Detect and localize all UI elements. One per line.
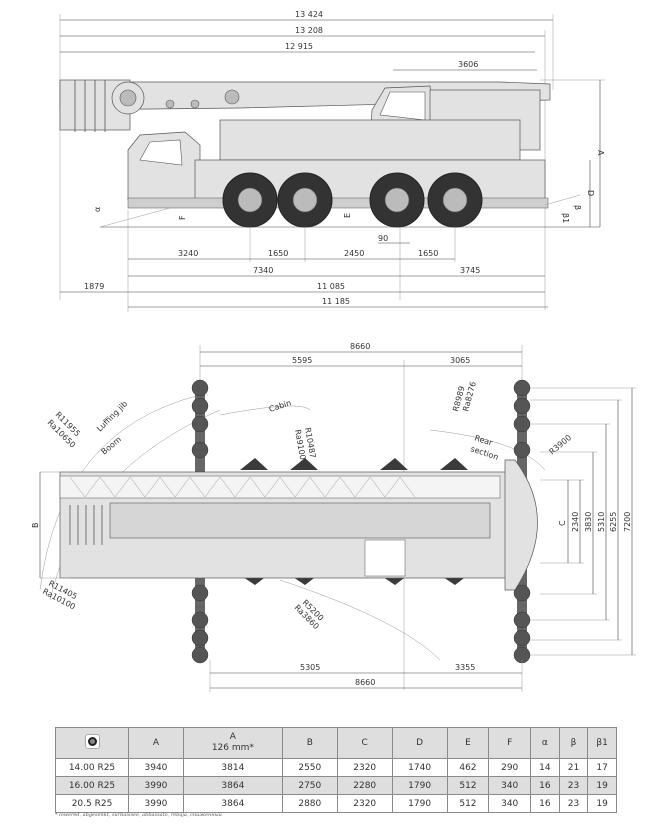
cell: 2280	[336, 776, 393, 795]
e-label: E	[343, 213, 352, 218]
dim-8660-bottom: 8660	[355, 678, 375, 687]
r3900: R3900	[548, 433, 574, 457]
cell: 2320	[336, 794, 393, 813]
header-beta1: β1	[587, 727, 617, 759]
table-footnote: * lowered, abgesenkt, surbaissée, abbass…	[55, 812, 222, 818]
cell: 1790	[391, 776, 448, 795]
dim-12915: 12 915	[285, 42, 313, 51]
cell: 2320	[336, 758, 393, 777]
cell: 340	[488, 776, 532, 795]
cell: 16	[530, 776, 560, 795]
dim-1650b: 1650	[418, 249, 438, 258]
dim-8660-top: 8660	[350, 342, 370, 351]
dim-7340: 7340	[253, 266, 273, 275]
cell: 23	[558, 794, 589, 813]
beta-label: β	[573, 205, 582, 210]
dim-13424: 13 424	[295, 10, 323, 19]
cell: 2550	[281, 758, 338, 777]
dim-6255: 6255	[609, 512, 618, 532]
cell: 20.5 R25	[55, 794, 129, 813]
header-b: B	[281, 727, 338, 759]
header-a2: A	[229, 732, 236, 742]
f-label: F	[178, 215, 187, 220]
side-view: 13 424 13 208 12 915 3606 α F E β1	[59, 10, 605, 312]
dim-3355: 3355	[455, 663, 475, 672]
dim-2450: 2450	[344, 249, 364, 258]
cell: 3814	[182, 758, 283, 777]
cell: 1790	[391, 794, 448, 813]
cell: 340	[488, 794, 532, 813]
beta1-label: β1	[561, 213, 570, 223]
alpha-label: α	[93, 207, 102, 212]
cell: 1740	[391, 758, 448, 777]
cell: 19	[587, 794, 617, 813]
header-a2-sub: 126 mm*	[211, 743, 254, 753]
cell: 23	[558, 776, 589, 795]
dim-90: 90	[378, 234, 388, 243]
dim-1879: 1879	[84, 282, 104, 291]
cell: 462	[446, 758, 490, 777]
dim-5310: 5310	[597, 512, 606, 532]
cabin-label: Cabin	[268, 398, 293, 414]
cell: 3940	[128, 758, 184, 777]
cell: 512	[446, 776, 490, 795]
dim-3065: 3065	[450, 356, 470, 365]
section-label: section	[469, 444, 499, 461]
c-label: C	[558, 520, 567, 526]
cell: 2880	[281, 794, 338, 813]
cell: 14.00 R25	[55, 758, 129, 777]
cell: 2750	[281, 776, 338, 795]
b-label-plan: B	[31, 523, 40, 529]
dim-5595: 5595	[292, 356, 312, 365]
dim-11085: 11 085	[317, 282, 345, 291]
cell: 3990	[128, 776, 184, 795]
header-a: A	[128, 727, 184, 759]
header-d: D	[391, 727, 448, 759]
header-beta: β	[558, 727, 589, 759]
header-c: C	[336, 727, 393, 759]
header-e: E	[446, 727, 490, 759]
header-alpha: α	[530, 727, 560, 759]
luffing-jib-label: Luffing jib	[95, 399, 129, 433]
dim-5305: 5305	[300, 663, 320, 672]
cell: 14	[530, 758, 560, 777]
cell: 17	[587, 758, 617, 777]
crane-drawing: 13 424 13 208 12 915 3606 α F E β1	[31, 10, 636, 692]
cell: 16.00 R25	[55, 776, 129, 795]
cell: 3864	[182, 794, 283, 813]
cell: 16	[530, 794, 560, 813]
dim-3606: 3606	[458, 60, 478, 69]
header-f: F	[488, 727, 532, 759]
dim-2340: 2340	[571, 512, 580, 532]
d-label: D	[586, 190, 595, 196]
cell: 19	[587, 776, 617, 795]
tire-icon	[84, 733, 100, 749]
dim-3830: 3830	[584, 512, 593, 532]
cell: 290	[488, 758, 532, 777]
plan-view: 8660 5595 3065 R11955 Ra10650 Luffing ji…	[31, 342, 636, 692]
dim-3240: 3240	[178, 249, 198, 258]
header-tire	[55, 727, 129, 759]
cell: 512	[446, 794, 490, 813]
boom-label: Boom	[100, 435, 124, 457]
dim-11185: 11 185	[322, 297, 350, 306]
dim-3745: 3745	[460, 266, 480, 275]
cell: 3990	[128, 794, 184, 813]
a-label: A	[596, 150, 605, 156]
dim-13208: 13 208	[295, 26, 323, 35]
cell: 21	[558, 758, 589, 777]
dim-1650a: 1650	[268, 249, 288, 258]
dim-7200: 7200	[623, 512, 632, 532]
cell: 3864	[182, 776, 283, 795]
